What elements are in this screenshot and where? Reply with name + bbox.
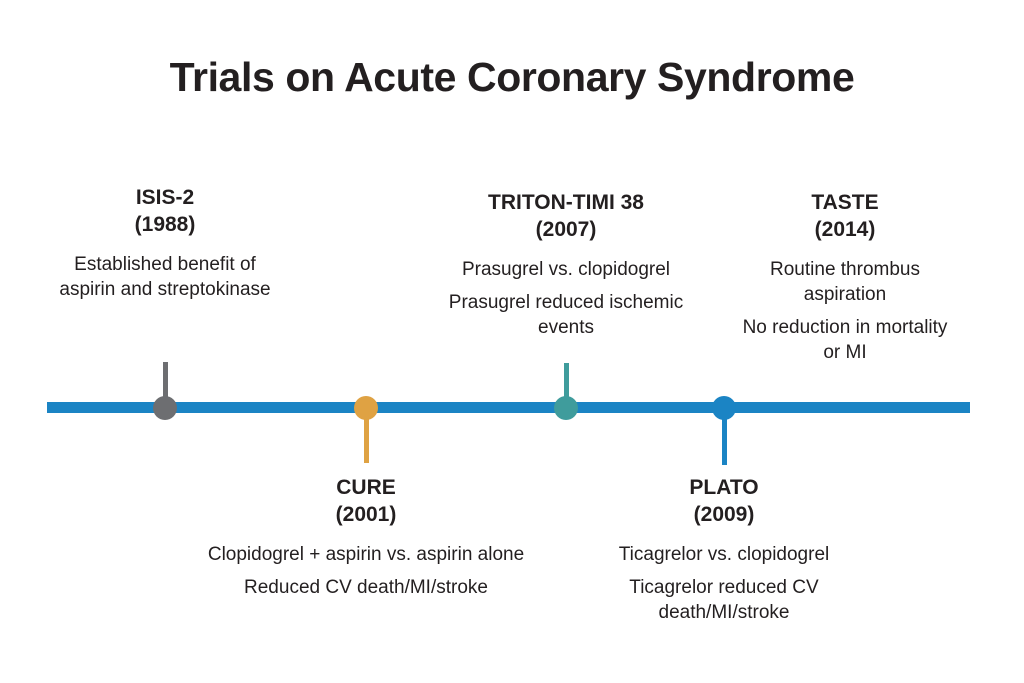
event-year-plato: (2009)	[693, 503, 755, 527]
event-marker-plato[interactable]	[712, 396, 736, 420]
event-year-triton-timi-38: (2007)	[535, 218, 597, 242]
event-marker-triton-timi-38[interactable]	[554, 396, 578, 420]
event-stem-triton-timi-38	[563, 363, 569, 408]
event-taste: TASTE (2014) Routine thrombus aspiration…	[735, 189, 955, 366]
event-description-taste-1: Routine thrombus aspiration	[770, 258, 920, 305]
event-marker-isis-2[interactable]	[153, 396, 177, 420]
page-title: Trials on Acute Coronary Syndrome	[169, 54, 855, 100]
event-name-taste: TASTE	[811, 191, 879, 214]
event-year-cure: (2001)	[335, 503, 397, 527]
event-description-cure-1: Clopidogrel + aspirin vs. aspirin alone	[207, 543, 525, 565]
event-name-isis-2: ISIS-2	[135, 186, 195, 209]
event-description-triton-2: Prasugrel reduced ischemic events	[448, 291, 684, 339]
event-name-triton-timi-38: TRITON-TIMI 38	[488, 191, 644, 214]
event-description-isis-2: Established benefit of aspirin and strep…	[59, 253, 271, 300]
event-marker-cure[interactable]	[354, 396, 378, 420]
timeline-axis	[47, 402, 970, 413]
event-year-isis-2: (1988)	[134, 213, 196, 237]
event-stem-cure	[363, 407, 369, 463]
event-name-cure: CURE	[336, 476, 396, 499]
event-year-taste: (2014)	[814, 218, 876, 242]
event-stem-plato	[721, 407, 727, 465]
event-description-plato-2: Ticagrelor reduced CV death/MI/stroke	[629, 576, 819, 624]
event-triton-timi-38: TRITON-TIMI 38 (2007) Prasugrel vs. clop…	[436, 189, 696, 340]
event-cure: CURE (2001) Clopidogrel + aspirin vs. as…	[196, 474, 536, 600]
event-plato: PLATO (2009) Ticagrelor vs. clopidogrel …	[577, 474, 871, 625]
event-isis-2: ISIS-2 (1988) Established benefit of asp…	[45, 184, 285, 302]
event-name-plato: PLATO	[689, 476, 759, 499]
event-stem-isis-2	[162, 362, 168, 408]
event-description-triton-1: Prasugrel vs. clopidogrel	[461, 258, 671, 280]
event-description-taste-2: No reduction in mortality or MI	[742, 317, 948, 364]
event-description-plato-1: Ticagrelor vs. clopidogrel	[618, 543, 830, 565]
event-description-cure-2: Reduced CV death/MI/stroke	[244, 576, 488, 598]
